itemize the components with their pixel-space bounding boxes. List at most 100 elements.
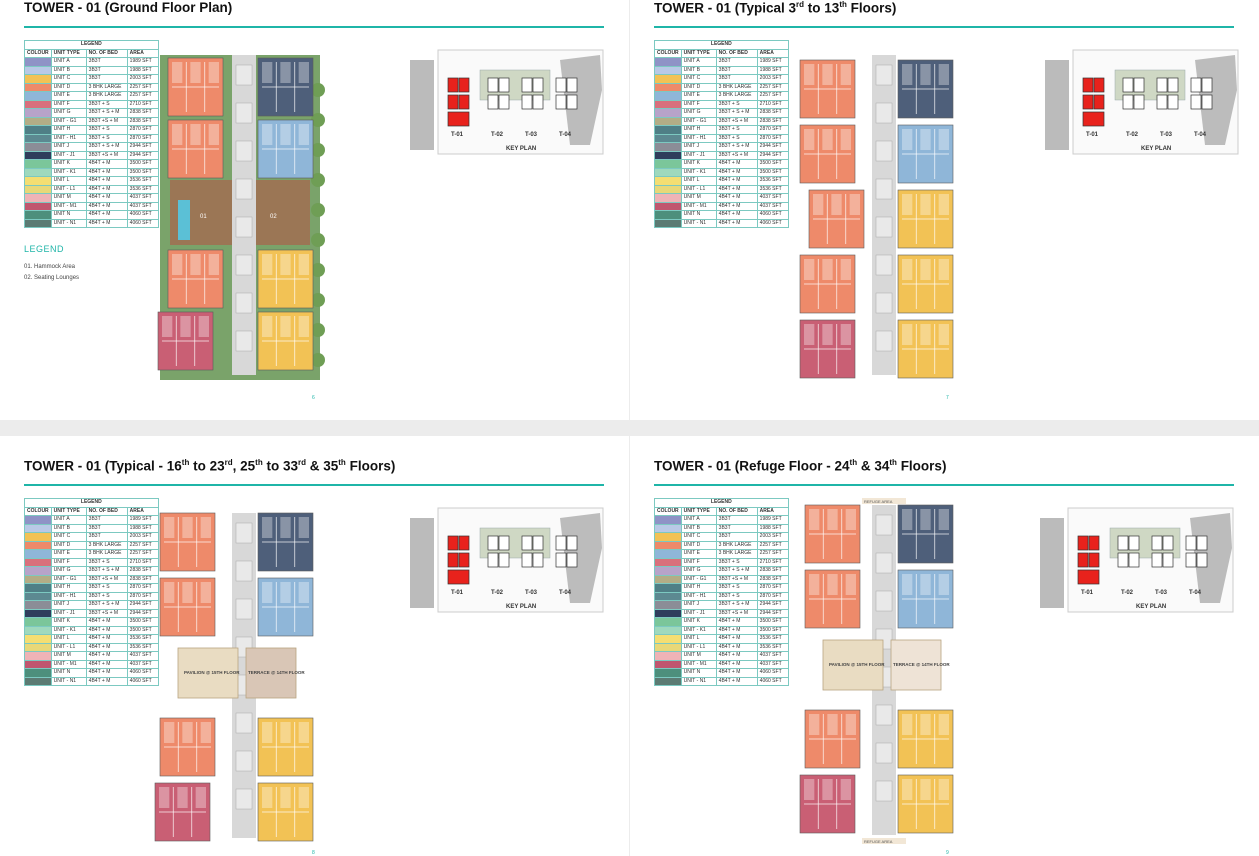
bed-cell: 3B3T (715, 65, 758, 75)
room (280, 62, 291, 83)
tower-block (521, 94, 533, 110)
core-stair (875, 254, 893, 276)
unit-type-cell: UNIT B (50, 523, 87, 533)
color-swatch (654, 116, 682, 126)
bed-cell: 3B3T + S + M (85, 108, 128, 118)
room (845, 509, 856, 530)
page-number: 8 (312, 850, 315, 856)
area-cell: 1989 SFT (756, 515, 789, 525)
tower-block (1156, 94, 1168, 110)
bed-cell: 4B4T + M (715, 659, 758, 669)
tower-block (498, 77, 510, 93)
core-stair (875, 590, 893, 612)
room (262, 124, 273, 145)
tower-block (1128, 535, 1140, 551)
room (849, 194, 860, 215)
title-rule (24, 26, 604, 28)
unit-type-cell: UNIT N (680, 668, 717, 678)
site-boundary (1040, 518, 1064, 608)
area-cell: 2710 SFT (756, 99, 789, 109)
tower-label: T-02 (1126, 132, 1139, 138)
tower-block (1162, 535, 1174, 551)
color-swatch (654, 566, 682, 576)
color-swatch (24, 99, 52, 109)
area-cell: 3500 SFT (756, 159, 789, 169)
room (902, 194, 913, 215)
room (938, 64, 949, 85)
room (840, 259, 851, 280)
unit-type-cell: UNIT A (50, 515, 87, 525)
unit-type-cell: UNIT H (680, 125, 717, 135)
bed-cell: 4B4T + M (85, 176, 128, 186)
unit-type-cell: UNIT H (50, 125, 87, 135)
unit-type-cell: UNIT - M1 (680, 659, 717, 669)
unit-type-cell: UNIT - N1 (680, 218, 717, 228)
unit-type-cell: UNIT K (50, 159, 87, 169)
tower-block (447, 94, 459, 110)
tower-block (1190, 94, 1202, 110)
room (280, 517, 291, 538)
color-swatch (24, 634, 52, 644)
bed-cell: 4B4T + M (85, 642, 128, 652)
bed-cell: 3B3T (715, 57, 758, 67)
core-stair (235, 254, 253, 276)
tower-label: T-04 (559, 132, 572, 138)
unit-type-cell: UNIT C (680, 74, 717, 84)
bed-cell: 3 BHK LARGE (85, 82, 128, 92)
tower-label: T-02 (491, 590, 504, 596)
unit-type-cell: UNIT N (50, 668, 87, 678)
room (920, 259, 931, 280)
site-boundary (410, 518, 434, 608)
tower-label: T-03 (525, 132, 538, 138)
area-cell: 4060 SFT (756, 668, 789, 678)
unit-type-cell: UNIT - M1 (50, 201, 87, 211)
unit-type-cell: UNIT D (50, 82, 87, 92)
legend-column-header: UNIT TYPE (50, 48, 87, 58)
room (208, 62, 219, 83)
room (938, 714, 949, 735)
bed-cell: 3B3T (715, 515, 758, 525)
tower-label: T-01 (1086, 132, 1099, 138)
color-swatch (654, 99, 682, 109)
room (298, 517, 309, 538)
tower-block (532, 552, 544, 568)
site-boundary (1045, 60, 1069, 150)
unit-type-cell: UNIT - H1 (680, 591, 717, 601)
room (200, 722, 211, 743)
unit-type-cell: UNIT G (50, 108, 87, 118)
bed-cell: 3B3T + S (85, 99, 128, 109)
bed-cell: 4B4T + M (715, 201, 758, 211)
unit-type-cell: UNIT K (680, 159, 717, 169)
area-cell: 2870 SFT (756, 125, 789, 135)
color-swatch (654, 57, 682, 67)
bed-cell: 4B4T + M (715, 193, 758, 203)
area-cell: 2838 SFT (756, 116, 789, 126)
unit-type-cell: UNIT F (680, 99, 717, 109)
unit-type-cell: UNIT - K1 (680, 625, 717, 635)
color-swatch (24, 142, 52, 152)
unit-type-cell: UNIT E (680, 91, 717, 101)
legend-column-header: NO. OF BED (85, 506, 128, 516)
legend-column-header: NO. OF BED (715, 506, 758, 516)
unit-type-cell: UNIT - J1 (50, 150, 87, 160)
